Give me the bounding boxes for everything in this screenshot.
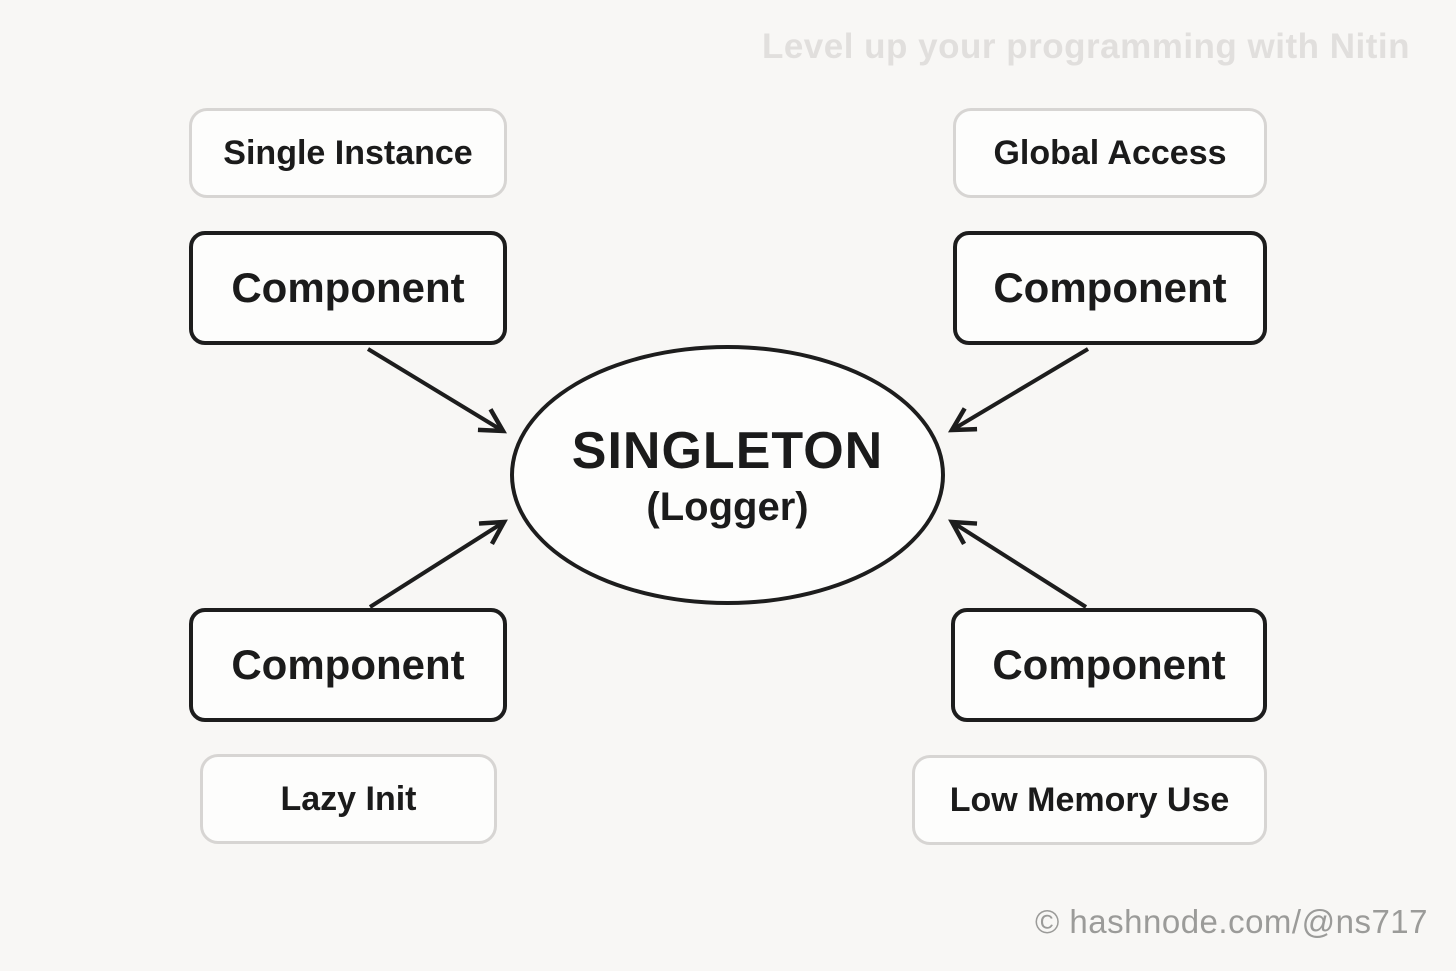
feature-label: Low Memory Use [949, 780, 1230, 819]
component-label: Component [231, 264, 465, 311]
feature-box-single-instance: Single Instance [189, 108, 507, 198]
component-label: Component [231, 641, 465, 688]
component-box-top-left: Component [189, 231, 507, 345]
footer-credit-text: © hashnode.com/@ns717 [1034, 903, 1428, 940]
feature-label: Global Access [993, 133, 1227, 172]
arrow-component-top-right-to-center [952, 347, 1090, 430]
singleton-ellipse: SINGLETON (Logger) [510, 345, 945, 605]
watermark-text: Level up your programming with Nitin [761, 27, 1410, 66]
arrow-component-bottom-left-to-center [368, 522, 504, 609]
component-box-top-right: Component [953, 231, 1267, 345]
singleton-title: SINGLETON [571, 421, 884, 480]
feature-label: Lazy Init [280, 779, 417, 818]
feature-box-low-memory-use: Low Memory Use [912, 755, 1267, 845]
feature-label: Single Instance [223, 133, 473, 172]
feature-box-global-access: Global Access [953, 108, 1267, 198]
component-box-bottom-right: Component [951, 608, 1267, 722]
component-label: Component [992, 641, 1226, 688]
singleton-subtitle: (Logger) [646, 484, 809, 529]
arrow-component-top-left-to-center [366, 347, 503, 431]
feature-box-lazy-init: Lazy Init [200, 754, 497, 844]
component-box-bottom-left: Component [189, 608, 507, 722]
arrow-component-bottom-right-to-center [952, 522, 1088, 609]
component-label: Component [993, 264, 1227, 311]
